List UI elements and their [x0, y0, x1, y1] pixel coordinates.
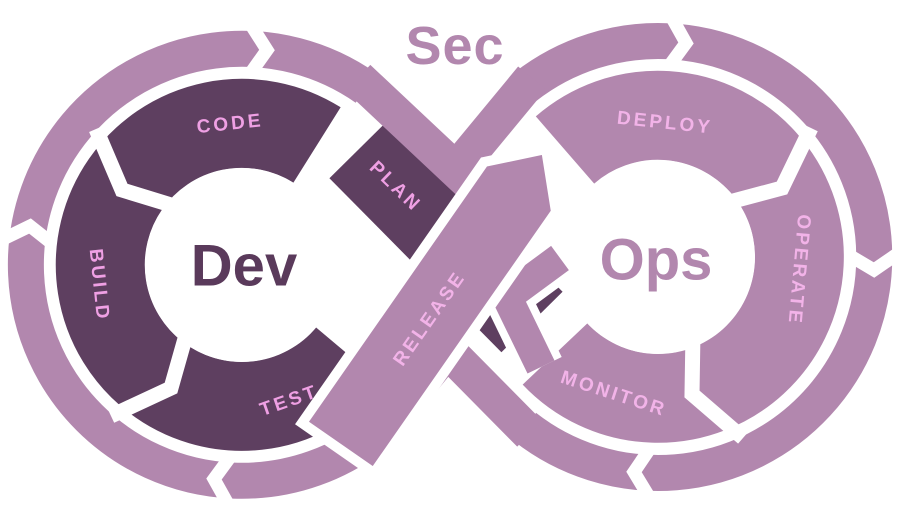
- ops-ring-arrow-operate-monitor-icon: [684, 331, 748, 444]
- ops-ring: [522, 70, 844, 443]
- sec-title: Sec: [405, 16, 504, 76]
- release-ribbon: [295, 143, 562, 480]
- monitor-to-plan-arrow: [477, 239, 574, 378]
- dev-center-circle: [145, 168, 339, 362]
- ops-ring-arrow-deploy-operate-icon: [720, 124, 818, 212]
- dev-ring: [55, 78, 384, 451]
- dev-center-label: Dev: [191, 233, 297, 298]
- ops-outer-band: [513, 23, 893, 491]
- ops-center-circle: [561, 160, 755, 354]
- dev-ring-arrow-build-test-icon: [107, 325, 196, 423]
- ops-ring-group: [514, 59, 855, 454]
- monitor-arrowhead-icon: [488, 245, 569, 374]
- dev-ring-arrow-code-build-icon: [89, 126, 184, 216]
- dev-ring-group: [44, 67, 393, 462]
- dev-outer-band: [7, 30, 393, 499]
- ops-center-label: Ops: [600, 227, 713, 292]
- top-crossing-band: [345, 64, 546, 197]
